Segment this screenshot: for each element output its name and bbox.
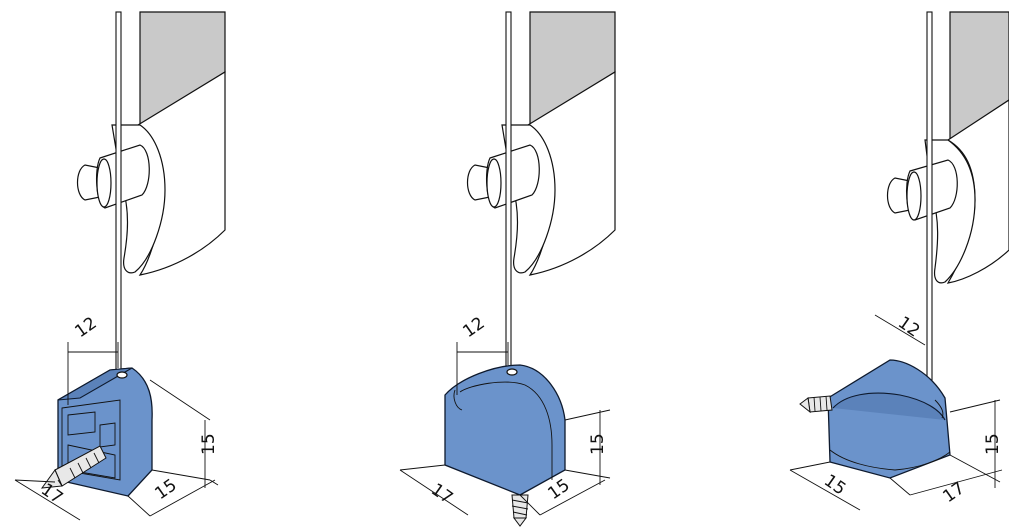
cord-clip-end	[96, 158, 112, 208]
dim-offset-label: 12	[71, 313, 100, 342]
cord-weight	[444, 364, 566, 496]
screw-tip	[40, 468, 63, 489]
dim-height-label: 15	[588, 433, 608, 455]
cord-weight-slot-right	[99, 422, 116, 448]
dim-height-label: 15	[199, 433, 219, 455]
cord-weight-base	[829, 449, 951, 471]
cord	[926, 11, 933, 403]
blind-fabric-panel	[949, 11, 1009, 142]
cord-hole	[506, 368, 518, 376]
cord-weight-hood-edge	[459, 381, 553, 480]
dim-width-left-label: 15	[820, 471, 849, 500]
cord	[505, 11, 512, 373]
dim-offset-label: 12	[894, 313, 923, 342]
screw-tip	[799, 397, 811, 414]
cord-weight-slot-top	[67, 411, 96, 436]
screw-thread	[511, 499, 529, 516]
cord-clip-back	[76, 164, 101, 201]
figure-middle: 12 15 15 17	[399, 11, 616, 527]
cord-clip-back	[466, 164, 491, 201]
cord-weight-rim	[832, 392, 946, 421]
cord-clip-end	[486, 158, 502, 208]
screw-thread	[69, 452, 100, 479]
dim-depth-label: 15	[151, 475, 180, 504]
dimension-lines	[789, 314, 1003, 511]
cord-clip-end	[906, 171, 922, 221]
figure-left: 12 15 15 17	[14, 11, 226, 521]
cord-clip-back	[886, 177, 911, 214]
cord	[115, 11, 122, 375]
cord-weight-slot-left	[453, 389, 463, 411]
cord-weight-top	[57, 367, 133, 401]
dim-width-right-label: 17	[939, 478, 968, 507]
dimension-lines	[14, 342, 219, 521]
cord-weight-pocket	[61, 399, 121, 481]
dimension-lines	[399, 342, 611, 516]
cord-weight-slot	[934, 399, 944, 419]
dim-offset-label: 12	[459, 313, 488, 342]
screw-thread	[813, 395, 828, 412]
figure-right: 12 15 15 17	[789, 11, 1009, 511]
dim-height-label: 15	[983, 433, 1003, 455]
screw-tip	[513, 517, 527, 527]
cord-hole	[116, 371, 128, 379]
